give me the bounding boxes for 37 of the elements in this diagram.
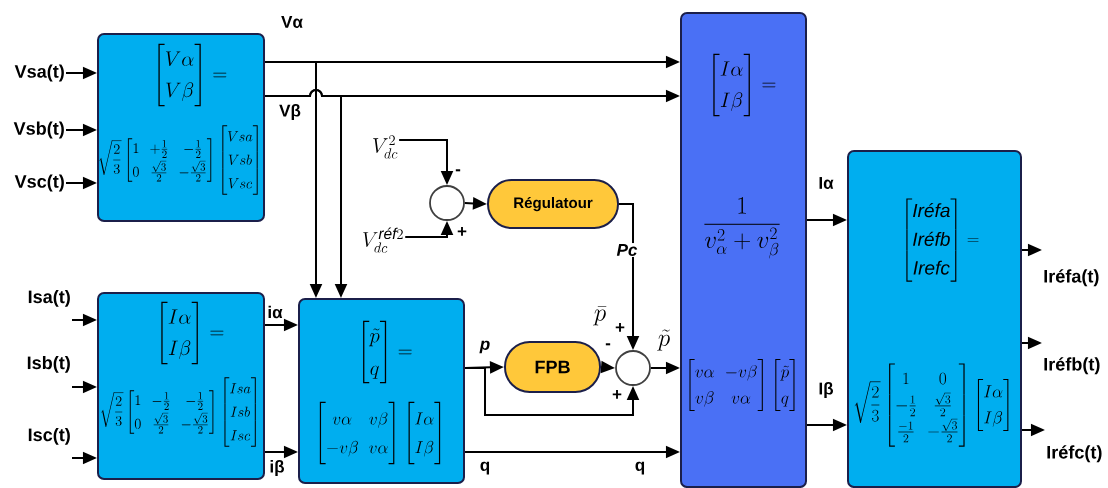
process-box: $\begin{bmatrix}I\alpha\\ I\beta\end{bmatrix}=$ $\frac{1}{v_{\alpha}^{2}+v_{\beta}^{2}}$ $\begin{bmatrix}v\alpha & -v\beta\\ v\beta & v\alpha\end{bmatrix}\begin{bmatrix}\tilde{p}\\ q\end{bmatrix}$: [680, 12, 807, 488]
sum-sign: +: [612, 390, 622, 399]
edge-label: iα: [266, 304, 284, 320]
edge-label: Vβ: [278, 103, 302, 121]
process-box: $\begin{bmatrix}I\alpha\\ I\beta\end{bmatrix}=$ $\sqrt{\frac{2}{3}}\begin{bmatrix}1 & -\frac{1}{2} & -\frac{1}{2}\\ 0 & \frac{\sqrt{3}}{2} & -\frac{\sqrt{3}}{2}\end{bmatrix}\begin{bmatrix}Isa\\ Isb\\ Isc\end{bmatrix}$: [97, 292, 265, 480]
edge-label: Iβ: [817, 381, 835, 399]
process-box: $\begin{bmatrix}V\alpha\\ V\beta\end{bmatrix}=$ $\sqrt{\frac{2}{3}}\begin{bmatrix}1 & +\frac{1}{2} & -\frac{1}{2}\\ 0 & \frac{\sqrt{3}}{2} & -\frac{\sqrt{3}}{2}\end{bmatrix}\begin{bmatrix}Vsa\\ Vsb\\ Vsc\end{bmatrix}$: [97, 33, 265, 222]
sum-sign: -: [605, 343, 611, 346]
signal-label: Vsc(t): [14, 174, 64, 192]
controller-block: Régulatour: [487, 179, 619, 229]
signal-label: Vsa(t): [14, 64, 64, 82]
summing-junction: [429, 185, 465, 221]
edge-label: Iα: [817, 176, 835, 190]
signal-label: Iréfc(t): [1047, 445, 1102, 463]
signal-label: q: [635, 461, 645, 475]
edge-label: $\tilde{p}$: [656, 328, 672, 352]
process-box: $\begin{bmatrix}\textit{Iréfa}\\ \textit{Iréfb}\\ \textit{Irefc}\end{bmatrix}=$ $\sqrt{\frac{2}{3}}\begin{bmatrix}1 & 0\\ -\frac{1}{2} & \frac{\sqrt{3}}{2}\\ \frac{-1}{2} & -\frac{\sqrt{3}}{2}\end{bmatrix}\begin{bmatrix}I\alpha\\ I\beta\end{bmatrix}$: [847, 150, 1022, 488]
edge-label: q: [478, 460, 492, 476]
edge-label: $\bar{p}$: [592, 305, 608, 327]
sum-sign: +: [615, 323, 625, 332]
edge-label: Pc: [615, 243, 639, 257]
signal-label: Iréfa(t): [1044, 269, 1099, 287]
signal-label: Isc(t): [28, 427, 70, 445]
edge-label: iβ: [268, 459, 286, 477]
summing-junction: [615, 350, 651, 386]
signal-label: Isa(t): [28, 289, 70, 307]
filter-block: FPB: [504, 341, 602, 393]
signal-label: Iréfb(t): [1044, 357, 1100, 375]
edge-label: Vα: [280, 15, 304, 29]
sum-sign: +: [457, 227, 467, 236]
signal-label: $V_{dc}^{2}$: [373, 135, 398, 159]
process-box: $\begin{bmatrix}\tilde{p}\\ q\end{bmatrix}=$ $\begin{bmatrix}v\alpha & v\beta\\ -v\beta & v\alpha\end{bmatrix}\begin{bmatrix}I\alpha\\ I\beta\end{bmatrix}$: [298, 298, 465, 484]
sum-sign: -: [455, 169, 461, 172]
signal-label: $V_{dc}^{\textit{réf}2}$: [363, 227, 403, 253]
signal-label: Vsb(t): [13, 121, 64, 139]
signal-label: Isb(t): [27, 355, 70, 373]
edge-label: p: [478, 339, 492, 355]
